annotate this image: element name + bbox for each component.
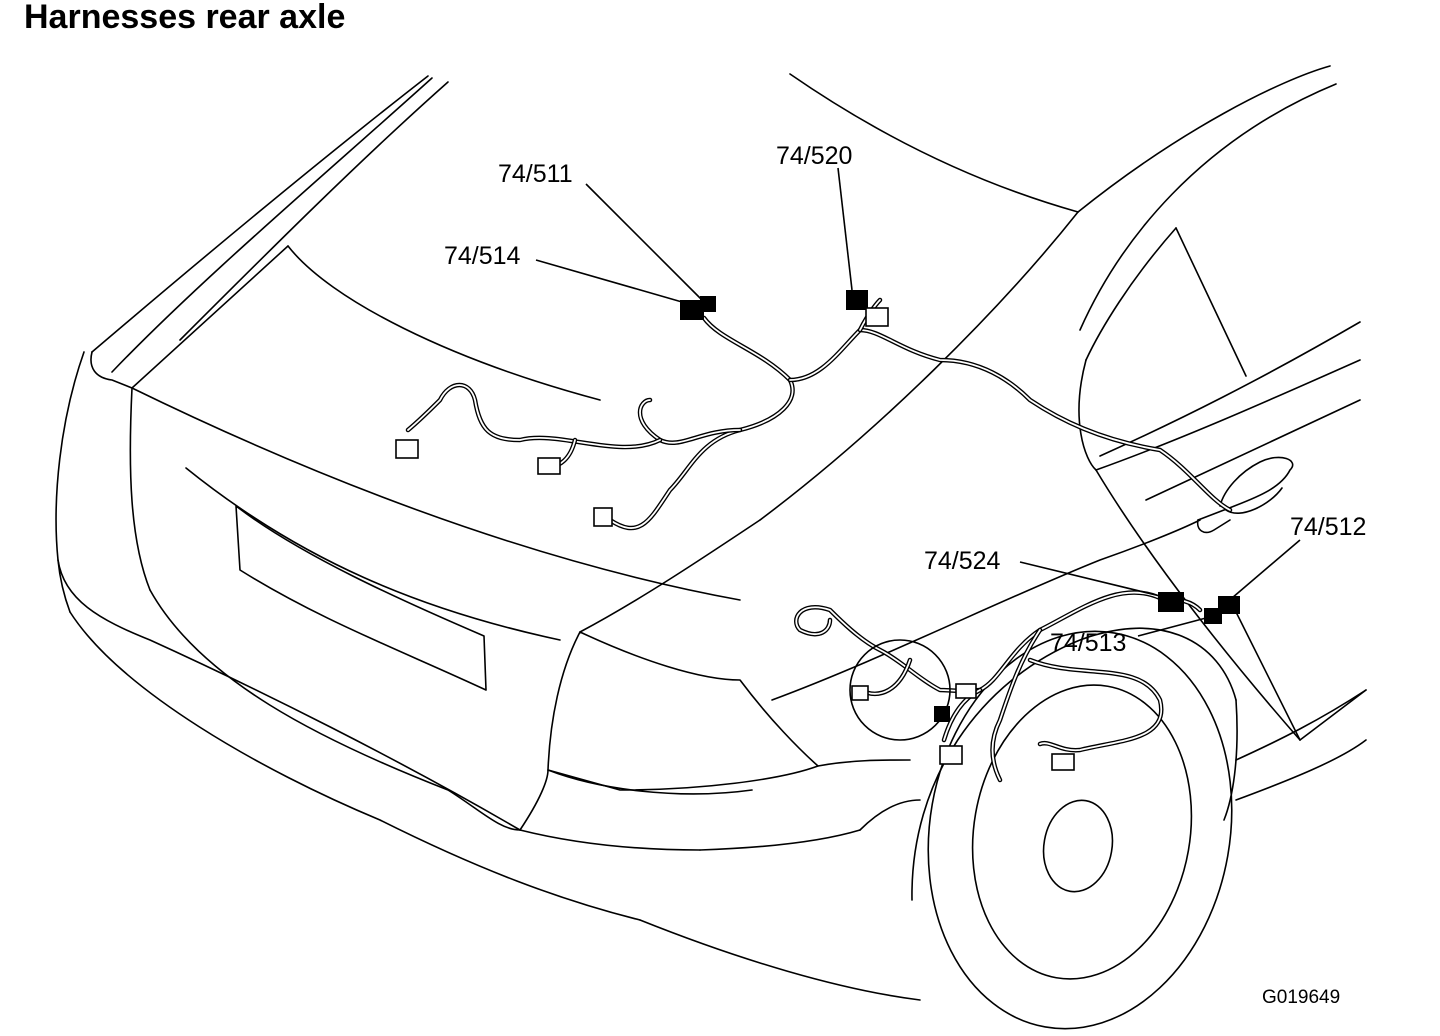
connector-wheel-b: [934, 706, 950, 722]
connector-74-524: [1158, 592, 1184, 612]
leader-lines: [535, 167, 1301, 637]
connector-wheel-a: [939, 745, 963, 765]
connector-wheel-c: [955, 683, 977, 699]
connector-wheel-d: [1051, 753, 1075, 771]
page-title: Harnesses rear axle: [24, 0, 346, 36]
callout-74-514: 74/514: [444, 242, 521, 270]
connector-left-c: [593, 507, 613, 527]
connector-74-512: [1218, 596, 1240, 614]
connector-74-520-b: [865, 307, 889, 327]
connector-74-520: [846, 290, 868, 310]
connector-74-514: [700, 296, 716, 312]
callout-74-520: 74/520: [776, 142, 852, 170]
callout-74-524: 74/524: [924, 547, 1001, 575]
wiring-harness: [405, 297, 1233, 783]
connectors: [395, 290, 1240, 771]
figure-id: G019649: [1262, 987, 1341, 1008]
car-body-outline: [55, 65, 1367, 1030]
callout-74-513: 74/513: [1050, 629, 1126, 657]
connector-74-513: [1204, 608, 1222, 624]
callout-labels: 74/511 74/514 74/520 74/512 74/524 74/51…: [444, 142, 1366, 657]
connector-left-a: [395, 439, 419, 459]
callout-74-512: 74/512: [1290, 513, 1366, 541]
connector-left-b: [537, 457, 561, 475]
callout-74-511: 74/511: [498, 160, 573, 188]
connector-wheel-e: [851, 685, 869, 701]
connector-74-511: [680, 300, 704, 320]
